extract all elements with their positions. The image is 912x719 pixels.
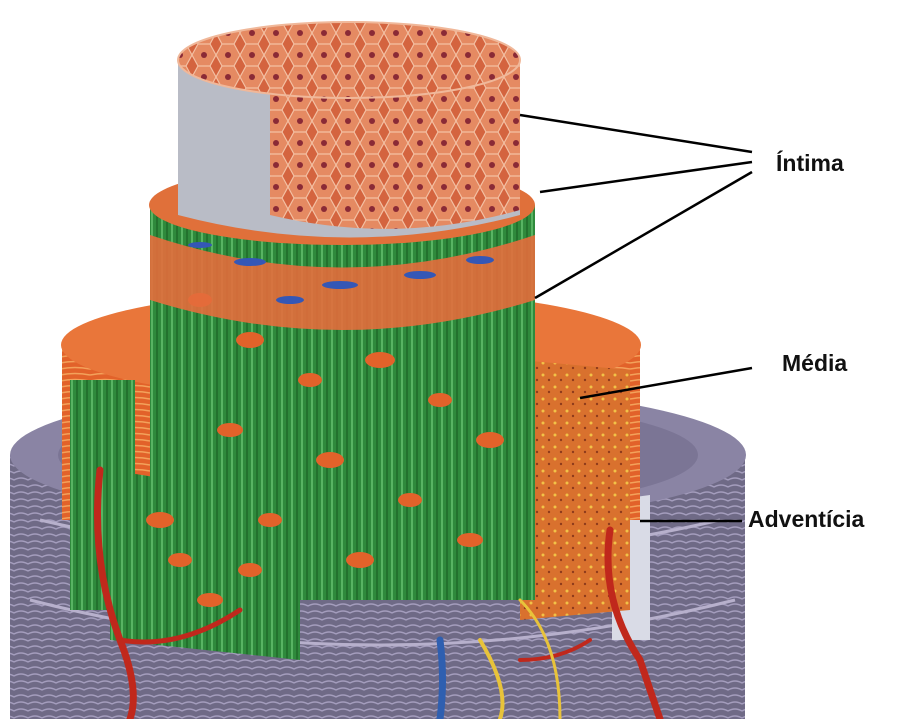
label-media: Média: [782, 350, 847, 377]
leader-intima-3: [535, 172, 752, 298]
intima-layer: [178, 22, 520, 238]
label-intima: Íntima: [776, 150, 844, 177]
leader-intima-2: [540, 162, 752, 192]
leader-intima-1: [520, 115, 752, 152]
label-adventicia: Adventícia: [748, 506, 864, 533]
